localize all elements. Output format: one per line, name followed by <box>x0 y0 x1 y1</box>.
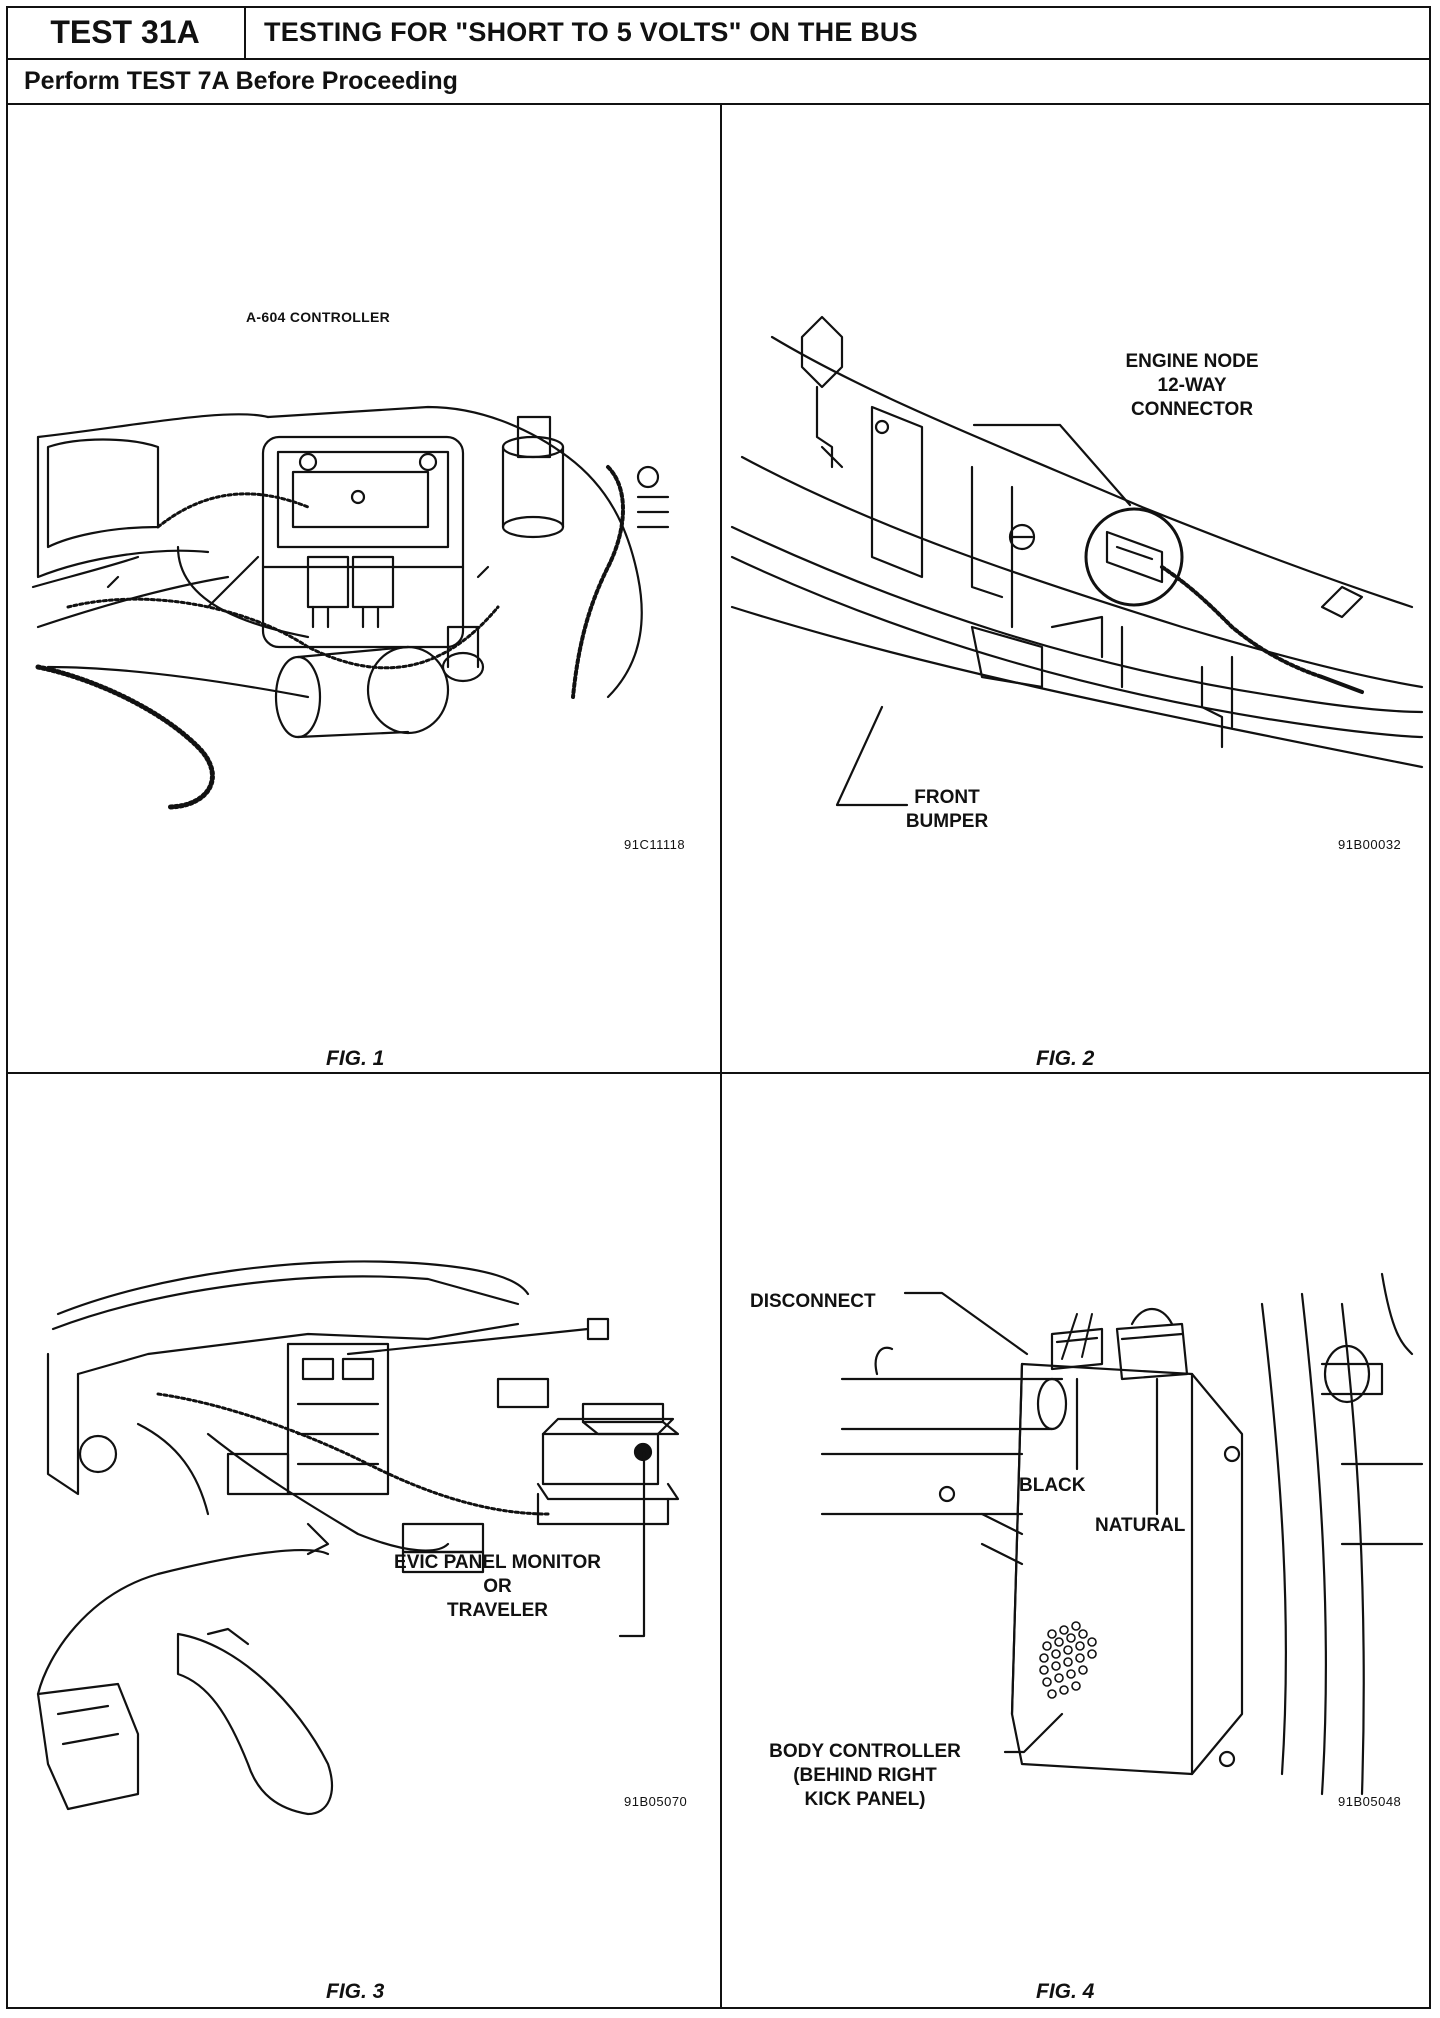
figure-2-panel: ENGINE NODE 12-WAY CONNECTOR FRONT BUMPE… <box>722 107 1431 1072</box>
front-bumper-line1: FRONT <box>914 787 980 808</box>
disconnect-label: DISCONNECT <box>750 1291 876 1312</box>
engine-node-line2: 12-WAY <box>1157 375 1227 396</box>
test-id: TEST 31A <box>6 6 246 58</box>
natural-label: NATURAL <box>1095 1515 1186 1536</box>
figure-2-code: 91B00032 <box>1338 837 1402 852</box>
figure-2-caption: FIG. 2 <box>1036 1047 1095 1070</box>
front-bumper-line2: BUMPER <box>905 811 989 832</box>
evic-line3: TRAVELER <box>447 1600 548 1621</box>
figure-3-illustration <box>36 1260 680 1816</box>
evic-panel-monitor-label: EVIC PANEL MONITOR OR TRAVELER <box>375 1551 620 1623</box>
body-controller-line2: (BEHIND RIGHT <box>793 1765 937 1786</box>
figure-1-caption: FIG. 1 <box>326 1047 385 1070</box>
figure-4-caption: FIG. 4 <box>1036 1980 1095 2003</box>
test-title: TESTING FOR "SHORT TO 5 VOLTS" ON THE BU… <box>264 16 918 47</box>
engine-node-connector-label: ENGINE NODE 12-WAY CONNECTOR <box>1082 350 1302 422</box>
figure-4-panel: DISCONNECT BLACK NATURAL BODY CONTROLLER… <box>722 1074 1431 2009</box>
test-header: TEST 31A TESTING FOR "SHORT TO 5 VOLTS" … <box>6 6 1431 60</box>
body-controller-label: BODY CONTROLLER (BEHIND RIGHT KICK PANEL… <box>750 1740 980 1812</box>
engine-node-line3: CONNECTOR <box>1130 399 1254 420</box>
figure-3-code: 91B05070 <box>624 1794 688 1809</box>
figure-4-code: 91B05048 <box>1338 1794 1402 1809</box>
figure-1-illustration <box>31 405 670 810</box>
figure-1-code: 91C11118 <box>624 837 686 852</box>
front-bumper-label: FRONT BUMPER <box>892 786 1002 834</box>
prerequisite-row: Perform TEST 7A Before Proceeding <box>6 60 1431 105</box>
black-label: BLACK <box>1019 1475 1086 1496</box>
evic-line1: EVIC PANEL MONITOR <box>394 1552 601 1573</box>
engine-node-line1: ENGINE NODE <box>1125 351 1259 372</box>
figure-3-caption: FIG. 3 <box>326 1980 385 2003</box>
grid-divider-horizontal <box>6 1072 1431 1074</box>
body-controller-line3: KICK PANEL) <box>804 1789 926 1810</box>
figure-4-illustration <box>820 1272 1424 1796</box>
body-controller-line1: BODY CONTROLLER <box>769 1741 961 1762</box>
prerequisite-text: Perform TEST 7A Before Proceeding <box>24 67 458 95</box>
figure-3-panel: EVIC PANEL MONITOR OR TRAVELER 91B05070 … <box>8 1074 720 2009</box>
evic-line2: OR <box>483 1576 512 1597</box>
figure-1-panel: A-604 CONTROLLER 91C11118 FIG. 1 <box>8 107 720 1072</box>
grid-divider-vertical <box>720 105 722 2009</box>
a604-controller-label: A-604 CONTROLLER <box>246 309 391 325</box>
page-frame <box>6 6 1431 2009</box>
figure-2-illustration <box>730 315 1424 807</box>
